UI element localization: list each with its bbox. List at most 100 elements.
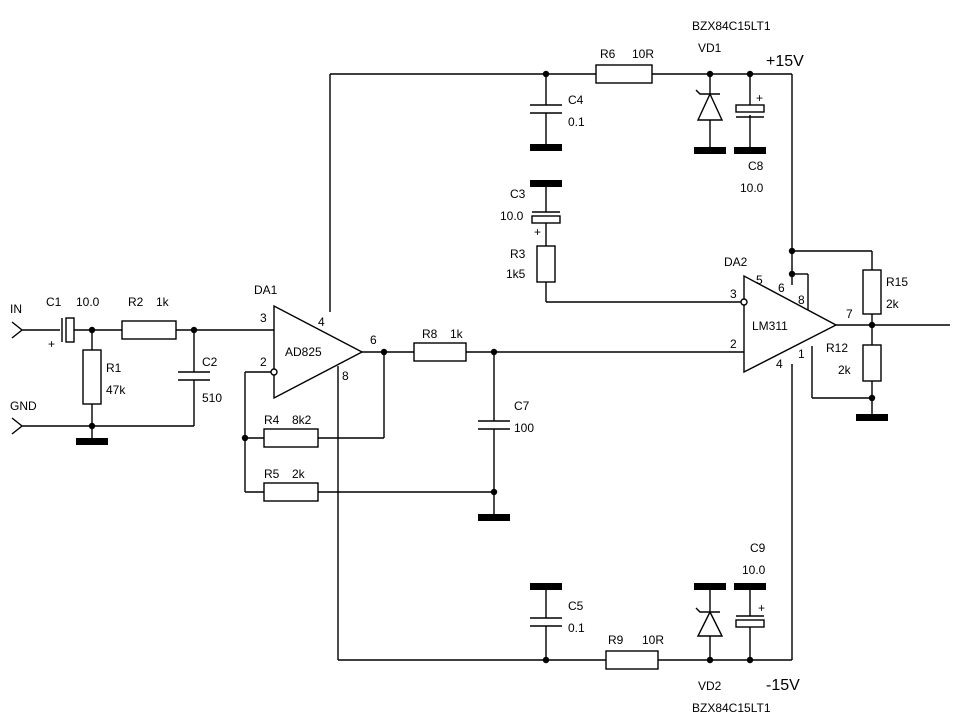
da2-pin4: 4	[776, 357, 783, 371]
vd1-ref: VD1	[698, 41, 722, 55]
zener-diode-vd1	[695, 89, 724, 121]
resistor-r15	[862, 269, 882, 315]
r15-value: 2k	[886, 297, 900, 311]
ground-bar	[530, 144, 562, 151]
da2-ref: DA2	[724, 255, 748, 269]
junction-dot	[190, 326, 198, 334]
c7-value: 100	[514, 421, 534, 435]
da1-pin6: 6	[370, 333, 377, 347]
capacitor-c5	[530, 617, 562, 627]
c9-value: 10.0	[742, 563, 766, 577]
ground-bar	[694, 583, 726, 590]
capacitor-c1	[61, 317, 75, 343]
da1-part: AD825	[285, 345, 322, 359]
terminal-in-label: IN	[10, 302, 22, 316]
da2-pin3: 3	[730, 287, 737, 301]
c4-ref: C4	[568, 93, 584, 107]
junction-dot	[88, 422, 96, 430]
c9-plus: +	[758, 601, 765, 615]
labels: IN GND + C1 10.0 R2 1k R1 47k C2 510 DA1…	[10, 19, 908, 715]
c3-ref: C3	[510, 187, 526, 201]
resistor-r3	[536, 245, 556, 283]
r15-ref: R15	[886, 275, 908, 289]
c1-value: 10.0	[76, 295, 100, 309]
c1-ref: C1	[46, 295, 62, 309]
junction-dot	[746, 70, 754, 78]
junction-dot	[490, 348, 498, 356]
r4-ref: R4	[264, 413, 280, 427]
junction-dot	[542, 656, 550, 664]
da1-pin2: 2	[260, 355, 267, 369]
vd2-part: BZX84C15LT1	[692, 701, 771, 715]
vd1-part: BZX84C15LT1	[692, 19, 771, 33]
c8-plus: +	[756, 91, 763, 105]
negative-rail-label: -15V	[766, 677, 800, 694]
r12-value: 2k	[838, 363, 852, 377]
c8-value: 10.0	[740, 181, 764, 195]
ground-bar	[734, 583, 766, 590]
vd2-ref: VD2	[698, 679, 722, 693]
r9-value: 10R	[642, 633, 664, 647]
da2-part: LM311	[752, 319, 788, 333]
resistor-r5	[263, 482, 319, 502]
junction-dot	[788, 247, 796, 255]
da2-pin2: 2	[730, 337, 737, 351]
c2-value: 510	[202, 391, 222, 405]
ground-bar	[856, 414, 888, 421]
r6-value: 10R	[632, 47, 654, 61]
capacitor-c8	[735, 104, 765, 118]
r5-value: 2k	[292, 467, 306, 481]
r5-ref: R5	[264, 467, 280, 481]
ground-bar	[530, 180, 562, 187]
ground-bar	[694, 147, 726, 154]
capacitor-c9	[735, 615, 765, 628]
da2-pin7: 7	[846, 307, 853, 321]
da1-ref: DA1	[254, 283, 278, 297]
wires	[11, 73, 950, 661]
da2-pin1: 1	[798, 347, 805, 361]
capacitor-c4	[530, 104, 562, 114]
junction-dot	[788, 270, 796, 278]
junction-dot	[542, 70, 550, 78]
da2-pin5: 5	[756, 273, 763, 287]
da2-pin8: 8	[798, 293, 805, 307]
ground-bar	[530, 583, 562, 590]
r9-ref: R9	[608, 633, 624, 647]
ground-symbols	[76, 144, 888, 590]
c3-value: 10.0	[500, 209, 524, 223]
junction-dot	[746, 656, 754, 664]
r2-ref: R2	[128, 295, 144, 309]
da1-pin3: 3	[260, 311, 267, 325]
resistor-r2	[121, 320, 177, 340]
capacitor-c3	[531, 211, 561, 224]
polarity-mark: +	[48, 337, 55, 351]
c2-ref: C2	[202, 355, 218, 369]
positive-rail-label: +15V	[766, 53, 804, 70]
r6-ref: R6	[600, 47, 616, 61]
r1-ref: R1	[106, 361, 122, 375]
junction-dot	[868, 394, 876, 402]
junctions	[88, 70, 876, 664]
resistor-r4	[263, 428, 319, 448]
c3-plus: +	[534, 225, 541, 239]
ground-bar	[478, 514, 510, 521]
c8-ref: C8	[748, 159, 764, 173]
c9-ref: C9	[750, 541, 766, 555]
resistor-r8	[413, 342, 467, 362]
comparator-da2	[740, 274, 838, 374]
junction-dot	[868, 321, 876, 329]
c5-ref: C5	[568, 599, 584, 613]
junction-dot	[706, 70, 714, 78]
c5-value: 0.1	[568, 621, 585, 635]
r3-value: 1k5	[506, 267, 526, 281]
c4-value: 0.1	[568, 115, 585, 129]
r2-value: 1k	[156, 295, 170, 309]
junction-dot	[706, 656, 714, 664]
ground-bar	[734, 147, 766, 154]
r8-value: 1k	[450, 327, 464, 341]
junction-dot	[88, 326, 96, 334]
resistor-r6	[595, 64, 653, 84]
junction-dot	[490, 488, 498, 496]
c7-ref: C7	[514, 399, 530, 413]
